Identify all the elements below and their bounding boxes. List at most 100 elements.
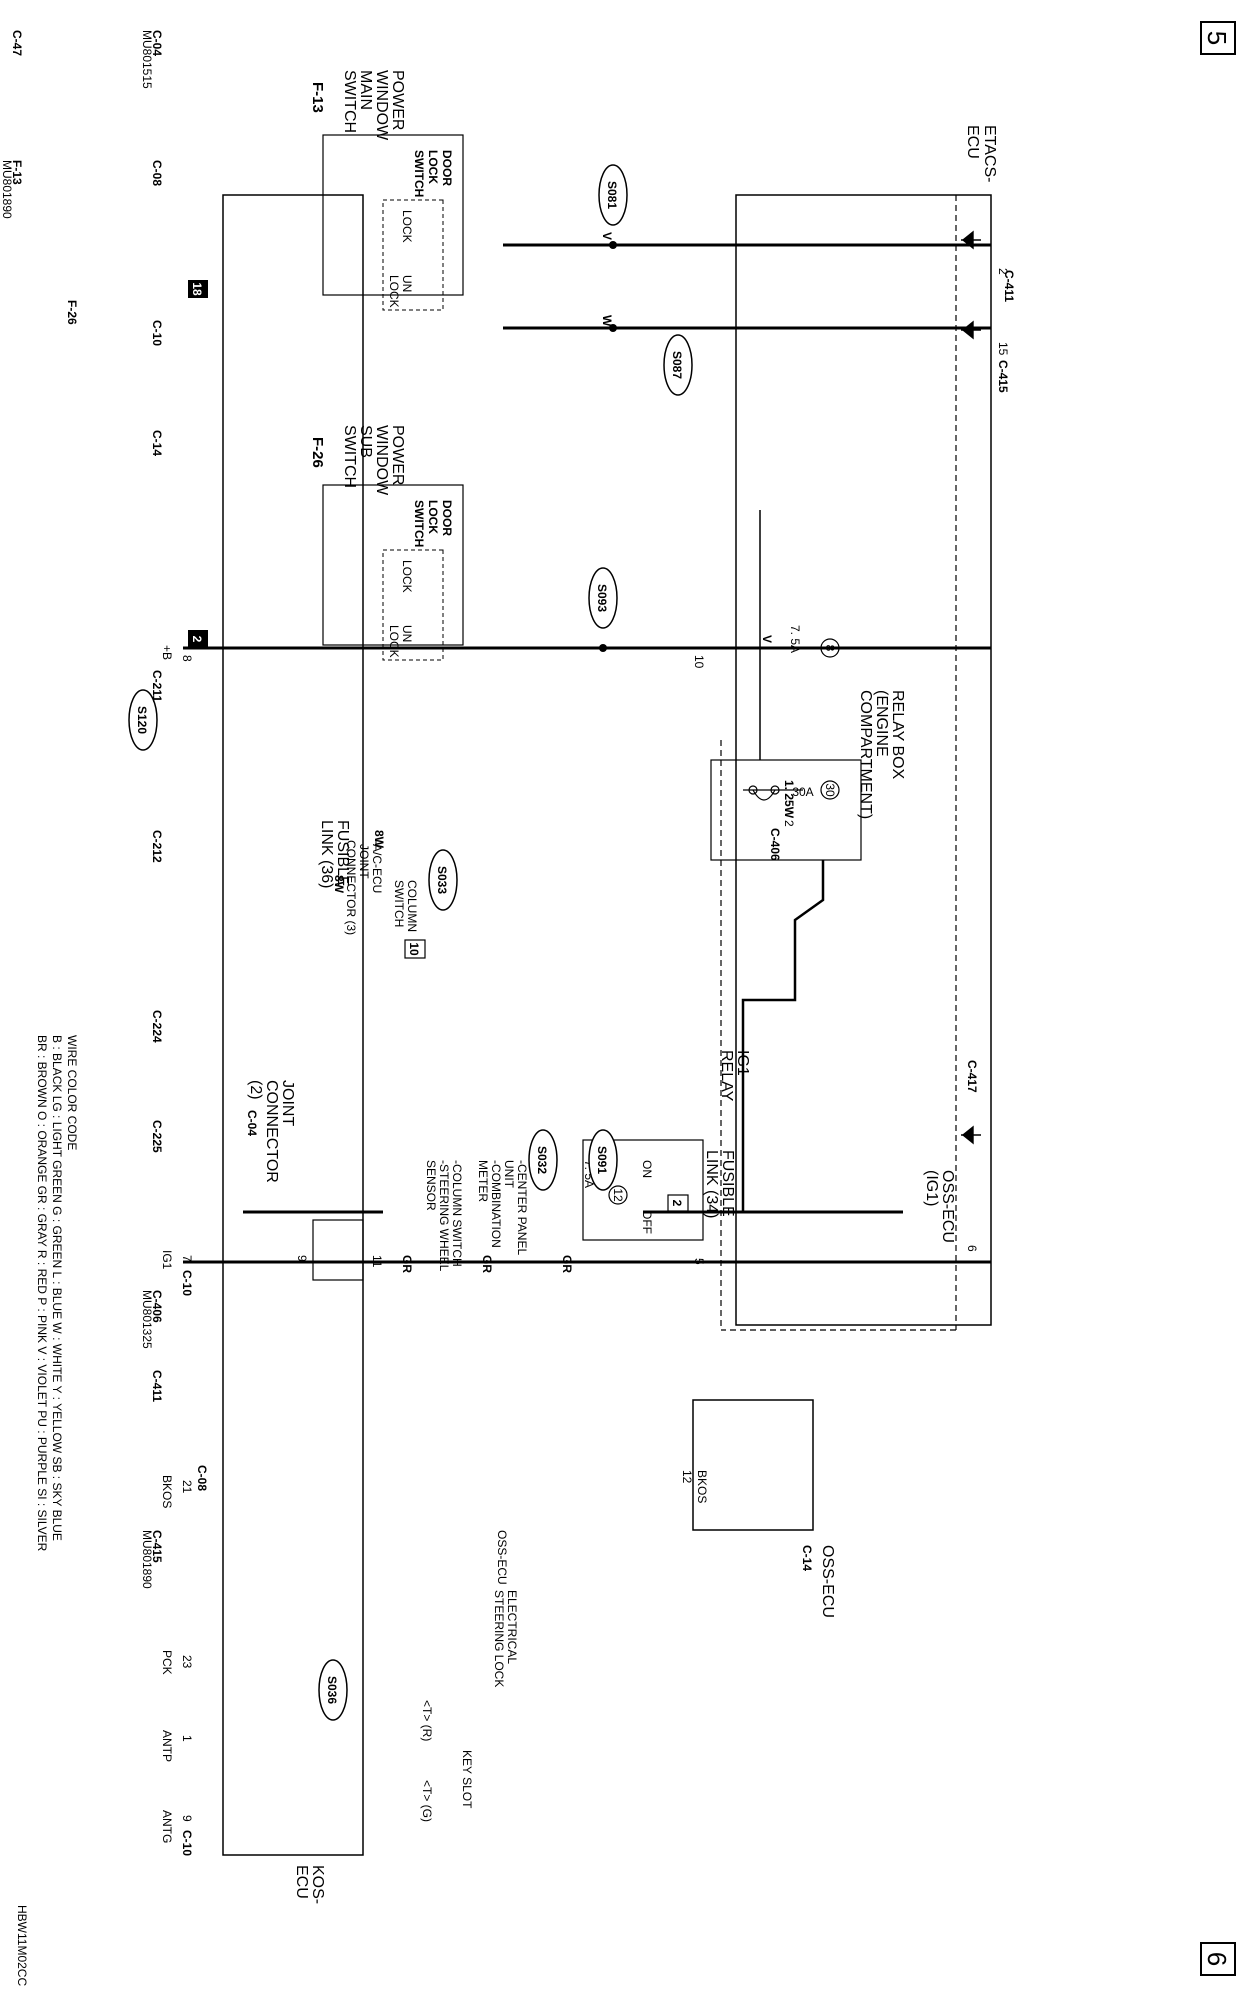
pin-label-bkos: BKOS: [160, 1475, 174, 1508]
splice-s081-dot: [609, 241, 617, 249]
splice-s120: S120: [128, 689, 158, 751]
page-number-right: 6: [1202, 1952, 1232, 1966]
ig1-relay-box: [582, 1139, 704, 1241]
power-window-sub-switch-label: POWERWINDOWSUBSWITCH: [341, 425, 406, 496]
dls1-unlock-label: UNLOCK: [387, 275, 414, 308]
pin-kos-23: 23: [180, 1655, 194, 1669]
dest-steering-lock: ELECTRICALSTEERING LOCK: [492, 1590, 519, 1687]
pin-kos-7: 7: [180, 1255, 194, 1262]
door-lock-switch-2-label: DOORLOCKSWITCH: [412, 500, 454, 547]
wire-w-1: W: [600, 315, 614, 327]
pin-jc-9: 9: [295, 1255, 309, 1262]
pin-label-antg: ANTG: [160, 1810, 174, 1843]
wire-8w-a: 8W: [372, 830, 386, 849]
cv-f13-id: F-13: [10, 160, 24, 185]
connector-c10-b: C-10: [180, 1830, 194, 1856]
wire-v-1: V: [600, 232, 614, 240]
fusible-link-36-label: FUSIBLELINK (36): [318, 820, 351, 888]
dls2-lock-label: LOCK: [400, 560, 414, 593]
cv-f13-part: MU801890: [0, 160, 14, 219]
door-lock-switch-2-inner: [382, 549, 444, 661]
joint-connector-box: [312, 1219, 364, 1281]
door-lock-switch-1-inner: [382, 199, 444, 311]
connector-c10-a: C-10: [180, 1270, 194, 1296]
wire-fusible-link-36-feed: [741, 860, 825, 1212]
oss-ecu-conn: C-14: [800, 1545, 814, 1571]
cv-c14-id: C-14: [150, 430, 164, 456]
fuse-30-number: 30: [823, 783, 837, 797]
cv-c406-id: C-406: [150, 1290, 164, 1323]
pin-label-pck: PCK: [160, 1650, 174, 1675]
pin-kos-1: 1: [180, 1735, 194, 1742]
splice-s093: S093: [588, 567, 618, 629]
cv-c406-part: MU801325: [140, 1290, 154, 1349]
svg-text:S091: S091: [595, 1146, 609, 1174]
svg-text:S032: S032: [535, 1146, 549, 1174]
pin-etacs-10: 10: [692, 655, 706, 669]
oss-ecu-ig1-label: OSS-ECU(IG1): [923, 1170, 956, 1243]
wire-tr: <T> (R): [420, 1700, 434, 1741]
pin-ig1-6: 6: [965, 1245, 979, 1252]
splice-s081: S081: [598, 164, 628, 226]
cv-c47-id: C-47: [10, 30, 24, 56]
fuse-12-circle: [608, 1185, 628, 1205]
splice-s036: S036: [318, 1659, 348, 1721]
cv-c04-part: MU801515: [140, 30, 154, 89]
fuse-8-rating: 7. 5A: [788, 625, 802, 653]
dest-column-switch-sensor: -COLUMN SWITCH-STEERING WHEELSENSOR: [424, 1160, 464, 1272]
svg-text:S036: S036: [325, 1676, 339, 1704]
relay-off-label: OFF: [640, 1210, 654, 1234]
dest-ac-ecu: -A/C-ECU-JOINTCONNECTOR (3): [344, 840, 384, 935]
cv-c04-id: C-04: [150, 30, 164, 56]
pin-kos-9: 9: [180, 1815, 194, 1822]
wire-color-code-title: WIRE COLOR CODE: [65, 1035, 79, 1150]
wire-tg: <T> (G): [420, 1780, 434, 1822]
diagram-code: HBW11M02CC: [15, 1905, 29, 1986]
ref-tag-10: 10: [404, 939, 426, 959]
splice-s091: S091: [588, 1129, 618, 1191]
svg-text:S033: S033: [435, 866, 449, 894]
joint-connector-id: C-04: [245, 1110, 259, 1136]
wire-gr-2: GR: [480, 1255, 494, 1273]
svg-text:10: 10: [407, 942, 421, 956]
connector-c08: C-08: [195, 1465, 209, 1491]
door-lock-switch-1-label: DOORLOCKSWITCH: [412, 150, 454, 197]
svg-text:S093: S093: [595, 584, 609, 612]
svg-text:S081: S081: [605, 181, 619, 209]
relay-box: RELAY BOX(ENGINECOMPARTMENT) 30 30A: [710, 690, 906, 861]
fuse-30-rating: 30A: [792, 785, 813, 799]
joint-connector-label: JOINTCONNECTOR(2): [247, 1080, 296, 1183]
cv-f26-id: F-26: [65, 300, 79, 325]
connector-c406-tag: C-406: [768, 828, 782, 861]
oss-ecu-box: [692, 1399, 814, 1531]
splice-s087: S087: [663, 334, 693, 396]
svg-text:18: 18: [190, 282, 204, 296]
ref-tag-2: 2: [188, 630, 208, 648]
wire-color-code: WIRE COLOR CODE B : BLACK LG : LIGHT GRE…: [35, 1035, 79, 1552]
pin-kos-8: 8: [180, 655, 194, 662]
dest-oss-ecu: OSS-ECU: [495, 1530, 509, 1585]
connector-c411-tag: C-411: [1002, 270, 1016, 302]
oss-bkos-label: BKOS: [695, 1470, 709, 1503]
splice-s093-dot: [599, 644, 607, 652]
fusible-link-34-label: FUSIBLELINK (34): [703, 1150, 736, 1218]
page-marker-left: 5: [1200, 21, 1236, 55]
pin-label-ig1: IG1: [160, 1250, 174, 1270]
pin-etacs-15: 15: [996, 342, 1010, 356]
svg-text:2: 2: [190, 636, 204, 643]
cv-c211-id: C-211: [150, 670, 164, 702]
svg-text:S120: S120: [135, 706, 149, 734]
key-slot-label: KEY SLOT: [460, 1750, 474, 1809]
cv-c224-id: C-224: [150, 1010, 164, 1043]
fusible-link-34-tag-box: [667, 1194, 689, 1212]
oss-ecu-label: OSS-ECU: [819, 1545, 836, 1618]
wire-gr-1: GR: [560, 1255, 574, 1273]
pin-label-plusb: +B: [160, 645, 174, 660]
dest-column-switch: COLUMNSWITCH: [392, 880, 419, 932]
pin-relay-2: 2: [782, 820, 796, 827]
f26-tag: F-26: [309, 437, 326, 468]
etacs-output-lines: [503, 243, 991, 330]
wire-1-25w: 1. 25W: [782, 780, 796, 819]
pin-jc-11: 11: [370, 1255, 384, 1268]
